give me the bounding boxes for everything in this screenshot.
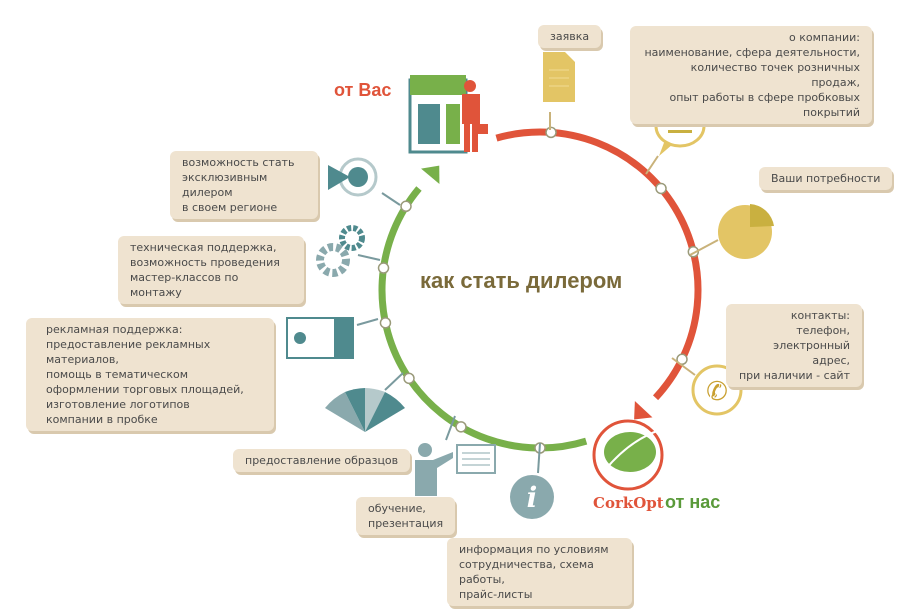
- step-application: заявка: [538, 25, 602, 48]
- shop-icon: [408, 75, 488, 154]
- red-arrowhead: [634, 401, 653, 420]
- red-arc-from-you: [495, 128, 702, 401]
- step-training: обучение, презентация: [356, 497, 456, 535]
- cycle-node: [377, 262, 390, 274]
- svg-text:✆: ✆: [706, 377, 728, 407]
- cycle-node: [655, 182, 667, 195]
- corkopt-logo: [592, 419, 664, 491]
- cycle-node: [400, 200, 412, 213]
- cycle-node: [545, 126, 557, 139]
- gears-icon: [316, 225, 365, 277]
- diagram-title: как стать дилером: [420, 268, 623, 293]
- document-icon: [543, 52, 575, 102]
- from-us-label: от нас: [665, 492, 721, 512]
- cycle-node: [403, 372, 415, 385]
- step-tech-support: техническая поддержка, возможность прове…: [118, 236, 304, 304]
- target-icon: [328, 157, 378, 197]
- presentation-icon: [415, 443, 496, 496]
- step-advertising-support: рекламная поддержка: предоставление рекл…: [26, 318, 274, 431]
- brand-name: CorkOpt: [593, 494, 664, 512]
- step-samples: предоставление образцов: [233, 449, 411, 472]
- step-contacts: контакты: телефон, электронный адрес, пр…: [726, 304, 862, 387]
- step-company-info: о компании: наименование, сфера деятельн…: [630, 26, 872, 124]
- from-you-label: от Вас: [334, 80, 392, 100]
- cycle-node: [379, 317, 392, 329]
- samples-fan-icon: [325, 388, 405, 432]
- step-needs: Ваши потребности: [759, 167, 893, 190]
- step-exclusive-dealer: возможность стать эксклюзивным дилером в…: [170, 151, 318, 219]
- cycle-node: [455, 421, 467, 433]
- svg-text:i: i: [527, 481, 538, 514]
- info-icon: i: [510, 475, 554, 519]
- brochure-icon: [286, 317, 354, 359]
- green-arc-from-us: [378, 186, 588, 452]
- green-arrowhead: [421, 165, 440, 185]
- pie-chart-icon: [718, 204, 774, 259]
- step-terms-info: информация по условиям сотрудничества, с…: [447, 538, 632, 606]
